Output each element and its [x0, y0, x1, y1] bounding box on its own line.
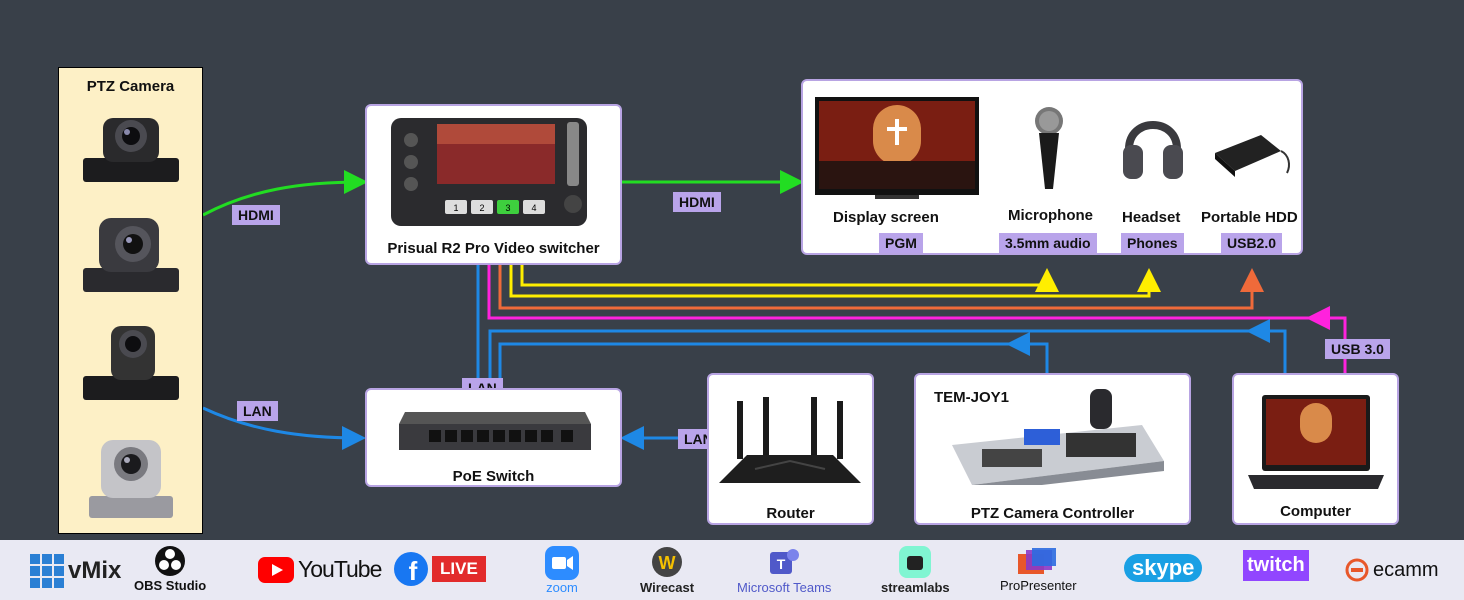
outputs-box: Display screen PGM Microphone 3.5mm audi… — [801, 79, 1303, 255]
zoom-icon — [545, 546, 579, 580]
streamlabs-text: streamlabs — [881, 580, 950, 595]
usb2-wire-hdd — [498, 265, 1264, 310]
ecamm-text: ecamm — [1373, 558, 1439, 581]
software-logo-strip: vMix OBS Studio YouTube f LIVE zoom W Wi… — [0, 540, 1464, 600]
hdmi-in-tag: HDMI — [232, 205, 280, 225]
microphone-tag: 3.5mm audio — [999, 233, 1097, 253]
teams-logo: T Microsoft Teams — [737, 546, 831, 595]
switcher-label: Prisual R2 Pro Video switcher — [387, 240, 600, 257]
switcher-button-3: 3 — [505, 203, 510, 213]
poe-label: PoE Switch — [452, 468, 535, 485]
controller-box: TEM-JOY1 PTZ Camera Controller — [914, 373, 1191, 525]
svg-text:T: T — [777, 556, 786, 572]
youtube-text: YouTube — [298, 556, 382, 582]
ptz-camera-panel: PTZ Camera — [58, 67, 203, 534]
ptz-panel-title: PTZ Camera — [86, 78, 175, 95]
router-label: Router — [766, 505, 815, 522]
skype-logo: skype — [1124, 554, 1203, 582]
lan-cam-tag: LAN — [237, 401, 278, 421]
wirecast-icon: W — [652, 547, 683, 577]
twitch-logo: twitch — [1243, 550, 1309, 581]
display-tag: PGM — [879, 233, 923, 253]
display-label: Display screen — [833, 209, 939, 226]
hdd-label: Portable HDD — [1201, 209, 1298, 226]
obs-icon — [155, 546, 186, 576]
obs-logo: OBS Studio — [134, 546, 206, 593]
switcher-button-2: 2 — [479, 203, 484, 213]
twitch-text: twitch — [1243, 550, 1309, 581]
streamlabs-logo: streamlabs — [881, 546, 950, 595]
svg-text:W: W — [659, 553, 676, 573]
headset-icon — [1123, 121, 1183, 179]
computer-label: Computer — [1280, 503, 1351, 520]
portable-hdd-icon — [1215, 135, 1290, 177]
obs-text: OBS Studio — [134, 578, 207, 593]
usb3-tag: USB 3.0 — [1325, 339, 1390, 359]
lan-wire-controller — [498, 342, 1049, 388]
zoom-logo: zoom — [545, 546, 579, 595]
zoom-text: zoom — [546, 580, 578, 595]
switcher-button-4: 4 — [531, 203, 536, 213]
microphone-label: Microphone — [1008, 207, 1093, 224]
hdd-tag: USB2.0 — [1221, 233, 1283, 253]
facebook-icon: f — [394, 552, 428, 586]
laptop-icon — [1248, 395, 1384, 489]
video-switcher-icon: 1 2 3 4 — [391, 118, 587, 226]
wirecast-logo: W Wirecast — [640, 546, 694, 595]
youtube-icon — [258, 556, 294, 583]
hdmi-out-tag: HDMI — [673, 192, 721, 212]
ptz-camera-2-icon — [83, 218, 179, 292]
controller-model: TEM-JOY1 — [934, 389, 1010, 406]
switcher-button-1: 1 — [453, 203, 458, 213]
headset-label: Headset — [1122, 209, 1181, 226]
audio-wire-mic — [520, 265, 1059, 292]
ptz-camera-icons — [83, 118, 179, 518]
propresenter-icon — [1018, 548, 1057, 574]
controller-icon — [952, 389, 1164, 485]
propresenter-logo: ProPresenter — [1000, 548, 1077, 593]
computer-box: Computer — [1232, 373, 1399, 525]
lan-wire-computer — [488, 329, 1287, 388]
ecamm-logo: ecamm — [1345, 558, 1439, 582]
skype-text: skype — [1124, 554, 1203, 582]
hdmi-wire-in — [202, 170, 368, 217]
ptz-camera-4-icon — [89, 440, 173, 518]
poe-switch-icon — [399, 412, 591, 450]
vmix-logo: vMix — [30, 554, 121, 588]
facebook-live-text: LIVE — [432, 556, 486, 582]
teams-text: Microsoft Teams — [737, 580, 832, 595]
controller-label: PTZ Camera Controller — [970, 505, 1135, 522]
lan-wire-cam — [202, 406, 366, 450]
propresenter-text: ProPresenter — [1000, 578, 1077, 593]
headset-tag: Phones — [1121, 233, 1184, 253]
facebook-live-logo: f LIVE — [394, 552, 486, 586]
wirecast-text: Wirecast — [640, 580, 695, 595]
ptz-camera-3-icon — [83, 326, 179, 400]
ptz-camera-1-icon — [83, 118, 179, 182]
display-screen-icon — [815, 97, 979, 199]
ecamm-icon — [1345, 558, 1369, 582]
audio-wire-headset — [509, 265, 1161, 298]
usb3-wire-computer — [487, 265, 1347, 373]
teams-icon: T — [770, 549, 800, 574]
vmix-icon — [30, 554, 64, 588]
poe-switch-box: PoE Switch — [365, 388, 622, 487]
vmix-text: vMix — [68, 557, 122, 584]
microphone-icon — [1035, 107, 1063, 189]
youtube-logo: YouTube — [258, 556, 382, 583]
video-switcher-box: 1 2 3 4 Prisual R2 Pro Video switcher — [365, 104, 622, 265]
router-box: Router — [707, 373, 874, 525]
router-icon — [719, 397, 861, 483]
streamlabs-icon — [899, 546, 932, 578]
svg-text:f: f — [409, 556, 418, 586]
